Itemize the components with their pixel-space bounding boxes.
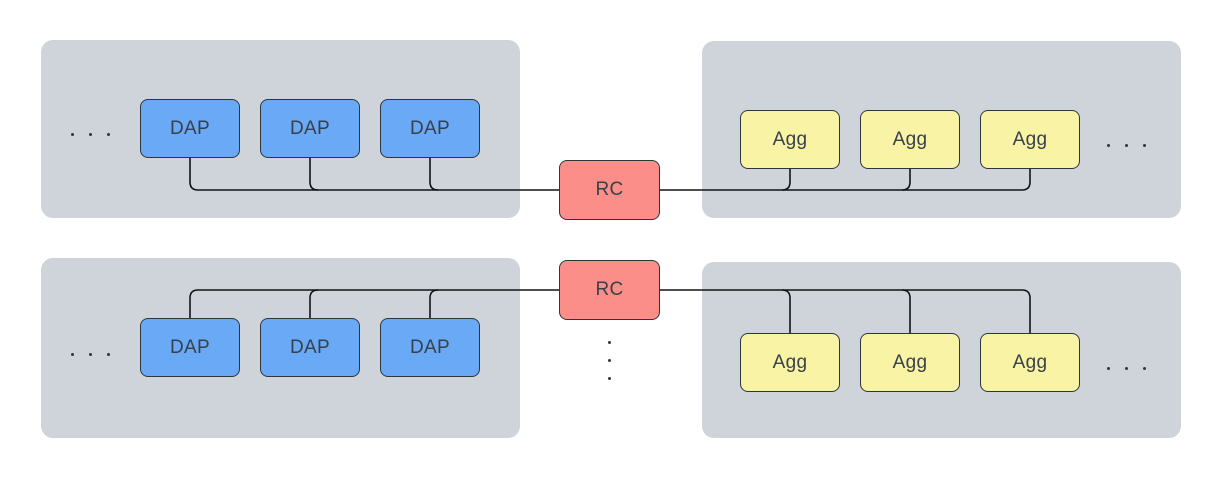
ellipsis-dot [71, 353, 74, 356]
connector-top-agg1-drop [781, 169, 791, 191]
connector-bottom-rc-to-agg3 [660, 289, 1031, 333]
ellipsis-dot [1143, 367, 1146, 370]
node-dap-top-3: DAP [380, 99, 480, 158]
node-dap-top-2: DAP [260, 99, 360, 158]
node-dap-bottom-3: DAP [380, 318, 480, 377]
ellipsis-dot [608, 359, 611, 362]
ellipsis-dot [608, 341, 611, 344]
ellipsis-dot [1107, 367, 1110, 370]
connector-top-dap2-drop [309, 158, 319, 191]
connector-bottom-dap3-drop [429, 289, 439, 318]
ellipsis-dot [1107, 144, 1110, 147]
ellipsis-dot [1125, 367, 1128, 370]
ellipsis-dot [1143, 144, 1146, 147]
ellipsis-dot [89, 133, 92, 136]
connector-top-agg2-drop [901, 169, 911, 191]
node-agg-top-1: Agg [740, 110, 840, 169]
connector-bottom-rc-to-dap1 [189, 289, 560, 318]
ellipsis-dot [89, 353, 92, 356]
ellipsis-top-right [1107, 144, 1146, 147]
ellipsis-dot [1125, 144, 1128, 147]
connector-top-rc-to-agg3 [660, 169, 1031, 191]
ellipsis-dot [107, 133, 110, 136]
ellipsis-dot [71, 133, 74, 136]
node-agg-top-3: Agg [980, 110, 1080, 169]
connector-top-dap1-to-rc [189, 158, 560, 191]
connector-bottom-agg1-drop [781, 289, 791, 333]
ellipsis-top-left [71, 133, 110, 136]
node-agg-bottom-3: Agg [980, 333, 1080, 392]
node-rc-top: RC [559, 160, 660, 220]
connector-bottom-dap2-drop [309, 289, 319, 318]
ellipsis-dot [107, 353, 110, 356]
ellipsis-dot [608, 377, 611, 380]
node-dap-top-1: DAP [140, 99, 240, 158]
connector-top-dap3-drop [429, 158, 439, 191]
ellipsis-bottom-right [1107, 367, 1146, 370]
node-agg-bottom-2: Agg [860, 333, 960, 392]
node-agg-top-2: Agg [860, 110, 960, 169]
ellipsis-vertical-rc [608, 341, 611, 380]
node-dap-bottom-1: DAP [140, 318, 240, 377]
node-rc-bottom: RC [559, 260, 660, 320]
node-dap-bottom-2: DAP [260, 318, 360, 377]
connector-bottom-agg2-drop [901, 289, 911, 333]
ellipsis-bottom-left [71, 353, 110, 356]
node-agg-bottom-1: Agg [740, 333, 840, 392]
